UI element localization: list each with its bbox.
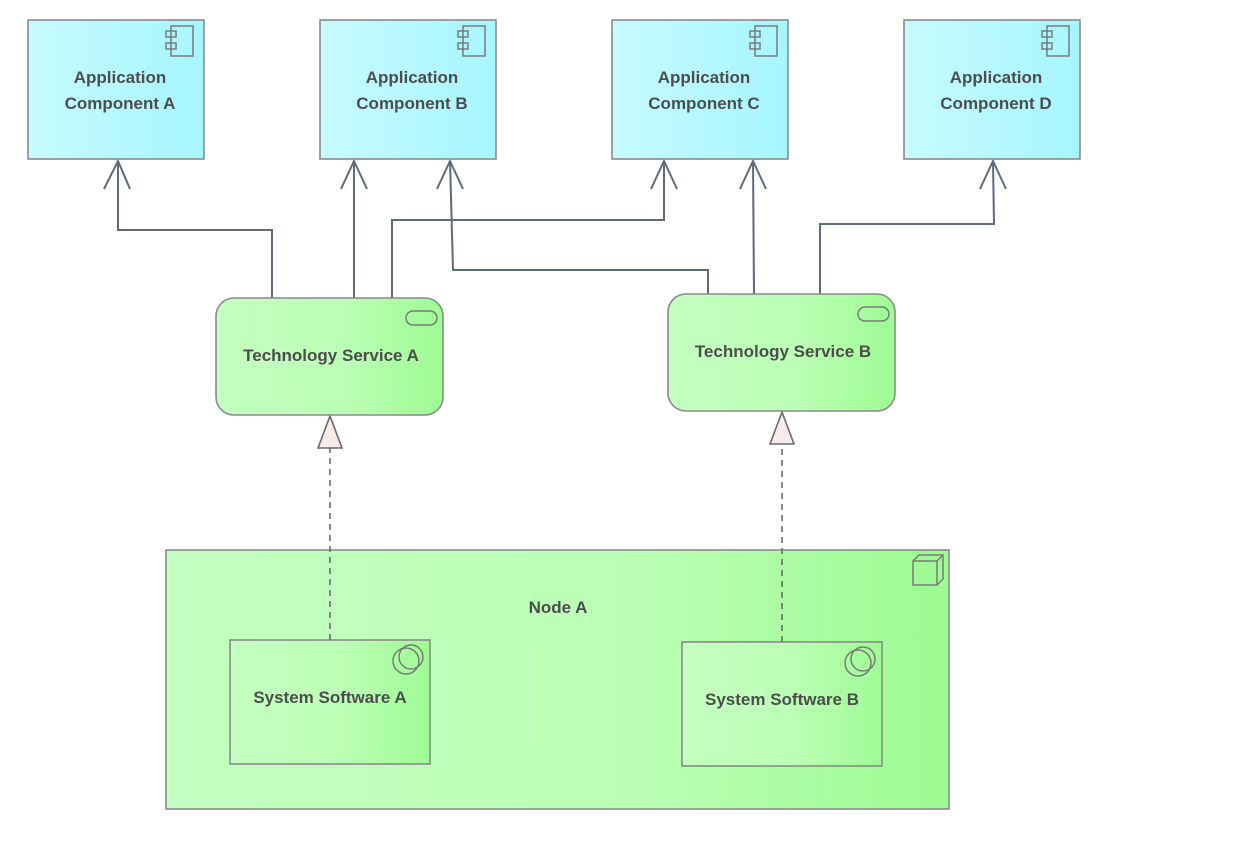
system-software-a-label: System Software A [253,688,406,707]
component-icon [1041,25,1070,57]
system-software-a[interactable]: System Software A [229,639,431,765]
node-label: Node A [529,598,588,617]
system-software-b[interactable]: System Software B [681,641,883,767]
realization-arrowhead [768,409,796,445]
technology-service-b-label: Technology Service B [695,342,871,361]
application-component-b-line1: Application [366,68,459,87]
application-component-a-line2: Component A [65,94,176,113]
serving-edge-tsb-acb[interactable] [449,160,709,294]
serving-edge-tsb-acc[interactable] [752,160,755,295]
service-icon [857,306,890,322]
application-component-c-line2: Component C [648,94,759,113]
service-icon [405,310,438,326]
connectors [103,158,1007,642]
serving-edge-tsa-aca[interactable] [117,161,273,298]
serving-edge-tsb-acd[interactable] [819,160,996,294]
realization-arrowhead [316,413,344,449]
application-component-b-line2: Component B [356,94,467,113]
application-component-c[interactable]: Application Component C [611,19,789,160]
application-component-a-line1: Application [74,68,167,87]
system-software-icon [392,644,424,675]
component-icon [457,25,486,57]
serving-edge-tsa-acc[interactable] [391,161,665,298]
application-component-c-line1: Application [658,68,751,87]
serving-arrowheads [103,158,1007,190]
node-icon [912,554,944,586]
technology-service-b[interactable]: Technology Service B [667,293,896,412]
component-icon [165,25,194,57]
application-component-b[interactable]: Application Component B [319,19,497,160]
application-component-a[interactable]: Application Component A [27,19,205,160]
component-icon [749,25,778,57]
system-software-b-label: System Software B [705,690,859,709]
application-component-d[interactable]: Application Component D [903,19,1081,160]
technology-service-a-label: Technology Service A [243,346,419,365]
system-software-icon [844,646,876,677]
application-component-d-line2: Component D [940,94,1051,113]
application-component-d-line1: Application [950,68,1043,87]
technology-service-a[interactable]: Technology Service A [215,297,444,416]
